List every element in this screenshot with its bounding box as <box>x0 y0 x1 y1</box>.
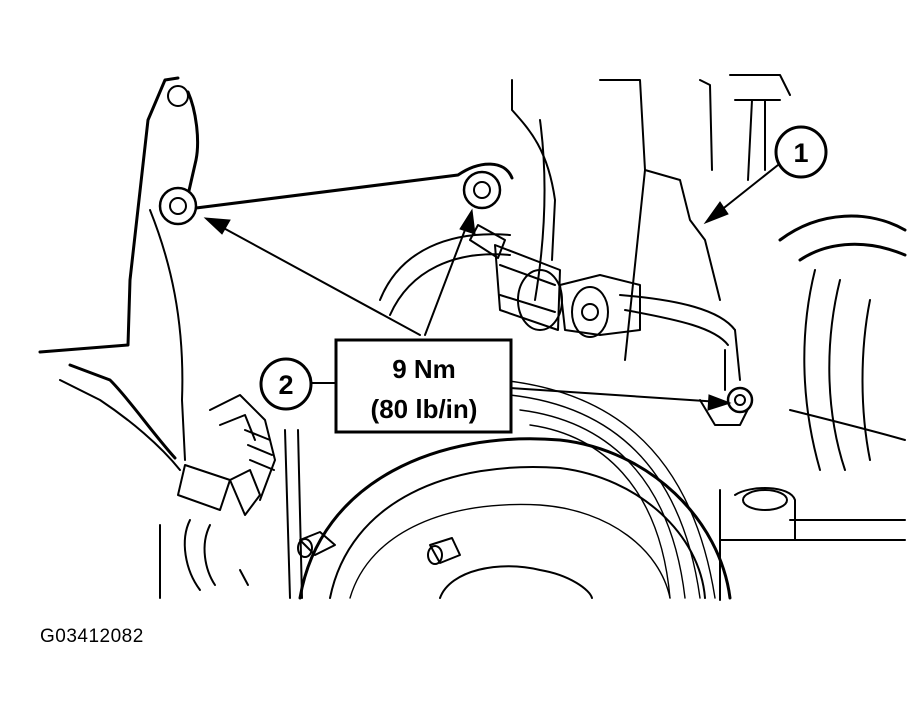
bolt-left <box>160 188 196 224</box>
callout-2-number: 2 <box>278 370 293 400</box>
sensor-bracket <box>160 395 302 598</box>
bolt-top <box>464 172 500 208</box>
callout-1-leader <box>705 165 778 223</box>
leader-lines <box>205 210 730 410</box>
crankshaft-pulley <box>300 380 730 598</box>
hose-assembly <box>380 225 562 330</box>
pulley-stud-left <box>298 532 335 557</box>
pulley-stud-right <box>428 538 460 564</box>
callout-1-number: 1 <box>793 138 808 168</box>
callout-1-badge: 1 <box>776 127 826 177</box>
callout-2-badge: 2 <box>261 359 311 409</box>
bolt-right <box>728 388 752 412</box>
engine-housing-right <box>600 75 905 600</box>
torque-metric-value: 9 Nm <box>392 354 456 384</box>
torque-spec-box: 9 Nm (80 lb/in) <box>336 340 511 432</box>
torque-imperial-value: (80 lb/in) <box>371 394 478 424</box>
figure-code: G03412082 <box>40 626 144 647</box>
bracket-bolt <box>560 275 750 425</box>
